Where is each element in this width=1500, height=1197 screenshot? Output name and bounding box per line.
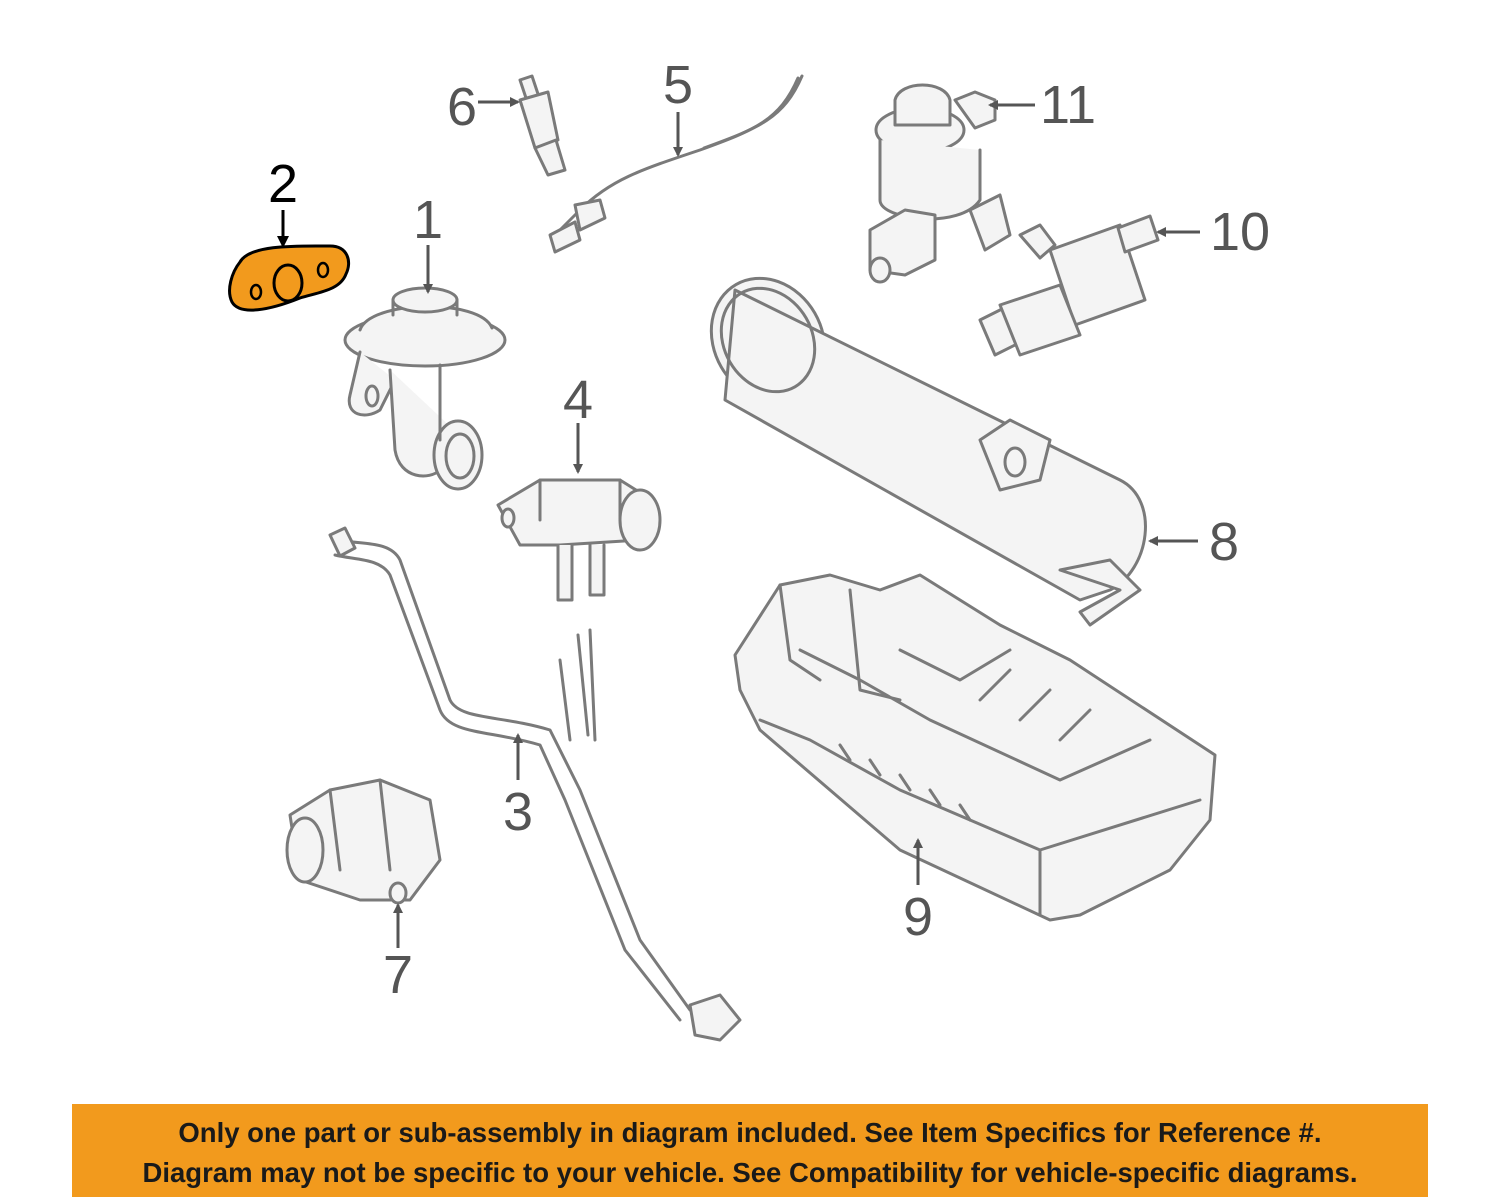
part-11-purge-valve[interactable] bbox=[868, 83, 1012, 284]
callout-6: 6 bbox=[447, 77, 477, 137]
callout-1: 1 bbox=[413, 190, 443, 250]
callout-4: 4 bbox=[563, 370, 593, 430]
disclaimer-line-2: Diagram may not be specific to your vehi… bbox=[142, 1157, 1358, 1188]
callout-8: 8 bbox=[1209, 512, 1239, 572]
disclaimer-banner: Only one part or sub-assembly in diagram… bbox=[72, 1104, 1428, 1197]
part-5-oxygen-sensor[interactable] bbox=[548, 74, 804, 254]
part-4-pressure-sensor[interactable] bbox=[496, 478, 662, 602]
callout-2: 2 bbox=[268, 154, 298, 214]
parts-diagram: 1 2 3 4 5 6 7 8 9 10 11 bbox=[228, 55, 1270, 1042]
part-6-sensor[interactable] bbox=[518, 74, 567, 177]
part-7-sensor[interactable] bbox=[285, 778, 442, 905]
callout-labels: 1 2 3 4 5 6 7 8 9 10 11 bbox=[268, 55, 1270, 1005]
part-8-canister[interactable] bbox=[689, 258, 1147, 627]
part-3-tube[interactable] bbox=[328, 526, 742, 1042]
callout-9: 9 bbox=[903, 887, 933, 947]
disclaimer-line-1: Only one part or sub-assembly in diagram… bbox=[178, 1117, 1322, 1148]
part-9-shield[interactable] bbox=[733, 573, 1217, 922]
part-10-vent-solenoid[interactable] bbox=[978, 214, 1160, 357]
callout-5: 5 bbox=[663, 55, 693, 115]
callout-11: 11 bbox=[1040, 75, 1096, 135]
callout-10: 10 bbox=[1210, 202, 1270, 262]
callout-3: 3 bbox=[503, 782, 533, 842]
part-1-egr-valve[interactable] bbox=[343, 286, 507, 491]
callout-7: 7 bbox=[383, 945, 413, 1005]
part-2-gasket[interactable] bbox=[228, 244, 351, 312]
leader-lines bbox=[277, 97, 1200, 948]
